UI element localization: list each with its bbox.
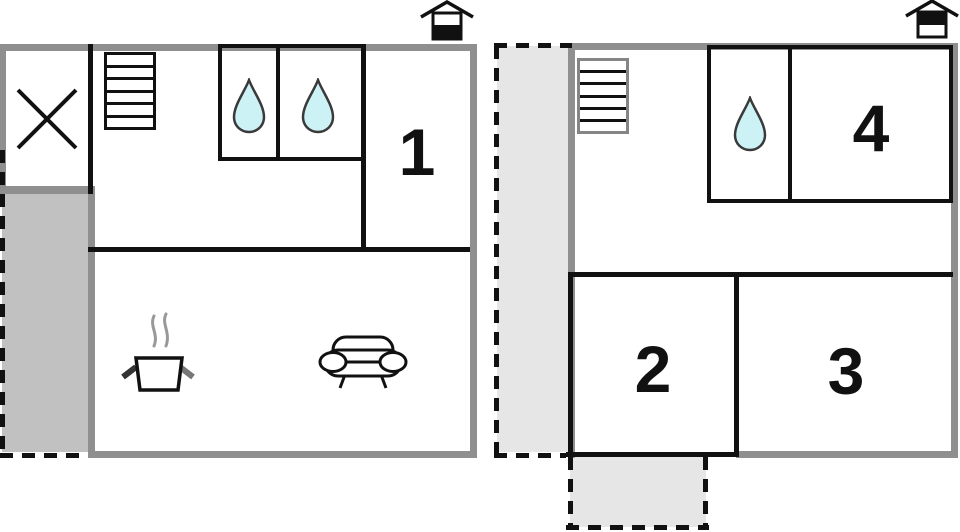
room-4-walls	[707, 45, 953, 203]
ground-terrace	[2, 194, 88, 452]
wall	[88, 194, 95, 458]
wall	[0, 186, 95, 194]
cooking-pot-icon	[121, 312, 195, 392]
balcony	[570, 457, 706, 527]
bathroom-walls	[218, 44, 365, 161]
stair-step	[580, 73, 626, 86]
room-4-label: 4	[852, 91, 890, 165]
room-3-label: 3	[827, 334, 865, 408]
stair-step	[107, 105, 153, 118]
upper-terrace	[497, 46, 568, 452]
wall	[566, 452, 739, 457]
water-drop-icon	[232, 78, 266, 134]
wall	[0, 44, 6, 192]
staircase-icon	[577, 58, 629, 134]
wall	[734, 272, 739, 457]
wall	[88, 44, 93, 194]
water-drop-icon	[301, 78, 335, 134]
house-upper-floor-icon	[905, 0, 959, 39]
stair-step	[107, 80, 153, 93]
water-drop-icon	[733, 96, 767, 152]
wall	[88, 247, 470, 252]
stair-step	[107, 68, 153, 80]
house-ground-floor-icon	[420, 0, 474, 41]
stair-step	[580, 110, 626, 122]
wall	[568, 272, 573, 457]
wall	[788, 47, 792, 201]
window-cross-icon	[16, 88, 78, 150]
sofa-icon	[318, 335, 408, 389]
stair-step	[107, 55, 153, 68]
wall	[470, 44, 477, 458]
stair-step	[580, 85, 626, 98]
stair-step	[580, 98, 626, 110]
stair-step	[107, 93, 153, 105]
wall	[570, 272, 953, 277]
wall	[276, 46, 280, 159]
wall	[951, 43, 958, 458]
room-2-label: 2	[634, 332, 672, 406]
stair-step	[580, 61, 626, 74]
wall	[736, 451, 958, 458]
staircase-icon	[104, 52, 156, 130]
wall	[568, 43, 575, 458]
room-1-label: 1	[398, 115, 436, 189]
wall	[88, 451, 477, 458]
